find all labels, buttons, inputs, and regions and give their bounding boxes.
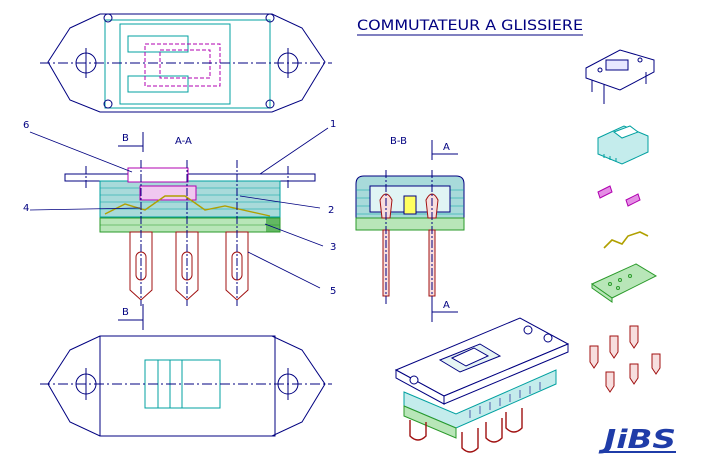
section-bb-view	[355, 170, 465, 304]
part-frame-iso	[585, 49, 655, 104]
part-contacts-magenta	[597, 185, 641, 207]
cut-mark-b-top: B	[122, 133, 129, 144]
cut-mark-b-bottom: B	[122, 307, 129, 318]
assembly-iso	[394, 317, 570, 453]
part-number-1: 1	[330, 119, 336, 130]
part-number-3: 3	[330, 242, 336, 253]
aa-leaders	[29, 127, 329, 289]
part-spring-iso	[603, 231, 649, 249]
section-bb-label: B-B	[390, 136, 407, 147]
part-terminals-iso	[589, 325, 661, 393]
section-aa-view	[64, 160, 316, 306]
cut-mark-a-bottom: A	[443, 300, 450, 311]
section-aa-cut-line	[118, 132, 144, 152]
drawing-title: COMMUTATEUR A GLISSIERE	[357, 18, 583, 34]
part-number-6: 6	[23, 120, 29, 131]
top-view	[40, 13, 332, 113]
bottom-view	[40, 335, 332, 437]
part-number-4: 4	[23, 203, 29, 214]
part-pcb-iso	[590, 263, 658, 303]
brand-logo: JiBS	[598, 425, 676, 455]
bottom-cut-line	[118, 304, 144, 330]
cut-mark-a-top: A	[443, 142, 450, 153]
part-number-5: 5	[330, 286, 336, 297]
section-aa-label: A-A	[175, 136, 192, 147]
part-number-2: 2	[328, 205, 334, 216]
part-housing-iso	[597, 125, 649, 165]
section-bb-cut-line	[431, 140, 458, 322]
